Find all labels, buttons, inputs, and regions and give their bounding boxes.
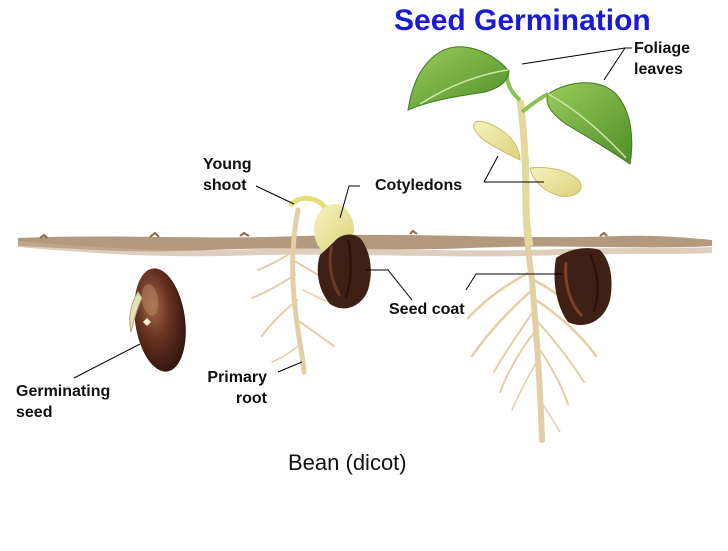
diagram-title: Seed Germination — [394, 4, 651, 37]
mature-seedling-illustration — [407, 46, 633, 443]
germinating-seed-label: Germinating seed — [16, 381, 110, 423]
young-shoot-label: Young shoot — [203, 154, 252, 196]
primary-root-label-line-1: Primary — [207, 369, 267, 386]
young-shoot-leader-line — [255, 185, 295, 205]
germinating-seed-label-line-1: Germinating — [16, 383, 111, 400]
cotyledon-leader-line-right — [483, 155, 544, 183]
leader-lines — [73, 47, 632, 379]
primary-root-label-line-2: root — [235, 390, 267, 407]
germinating-seed-leader-line — [73, 343, 141, 379]
seed-coat-label: Seed coat — [389, 301, 465, 318]
foliage-leader-line-2 — [603, 47, 626, 81]
foliage-leaves-label: Foliage leaves — [634, 38, 690, 80]
young-shoot-label-line-2: shoot — [203, 177, 247, 194]
diagram-caption: Bean (dicot) — [288, 450, 407, 475]
germinating-seed-illustration — [129, 268, 186, 372]
seed-coat-leader-line-left — [366, 269, 413, 301]
cotyledon-leader-line-left — [339, 185, 360, 219]
germinating-seed-label-line-2: seed — [16, 404, 53, 421]
soil-surface — [17, 229, 713, 257]
young-seedling-illustration — [251, 195, 371, 375]
foliage-label-line-2: leaves — [634, 61, 683, 78]
seed-coat-leader-line-right — [465, 273, 562, 291]
primary-root-leader-line — [277, 361, 303, 373]
primary-root-label: Primary root — [200, 367, 267, 409]
foliage-label-line-1: Foliage — [634, 40, 691, 57]
young-shoot-label-line-1: Young — [203, 156, 252, 173]
cotyledons-label: Cotyledons — [375, 177, 463, 194]
